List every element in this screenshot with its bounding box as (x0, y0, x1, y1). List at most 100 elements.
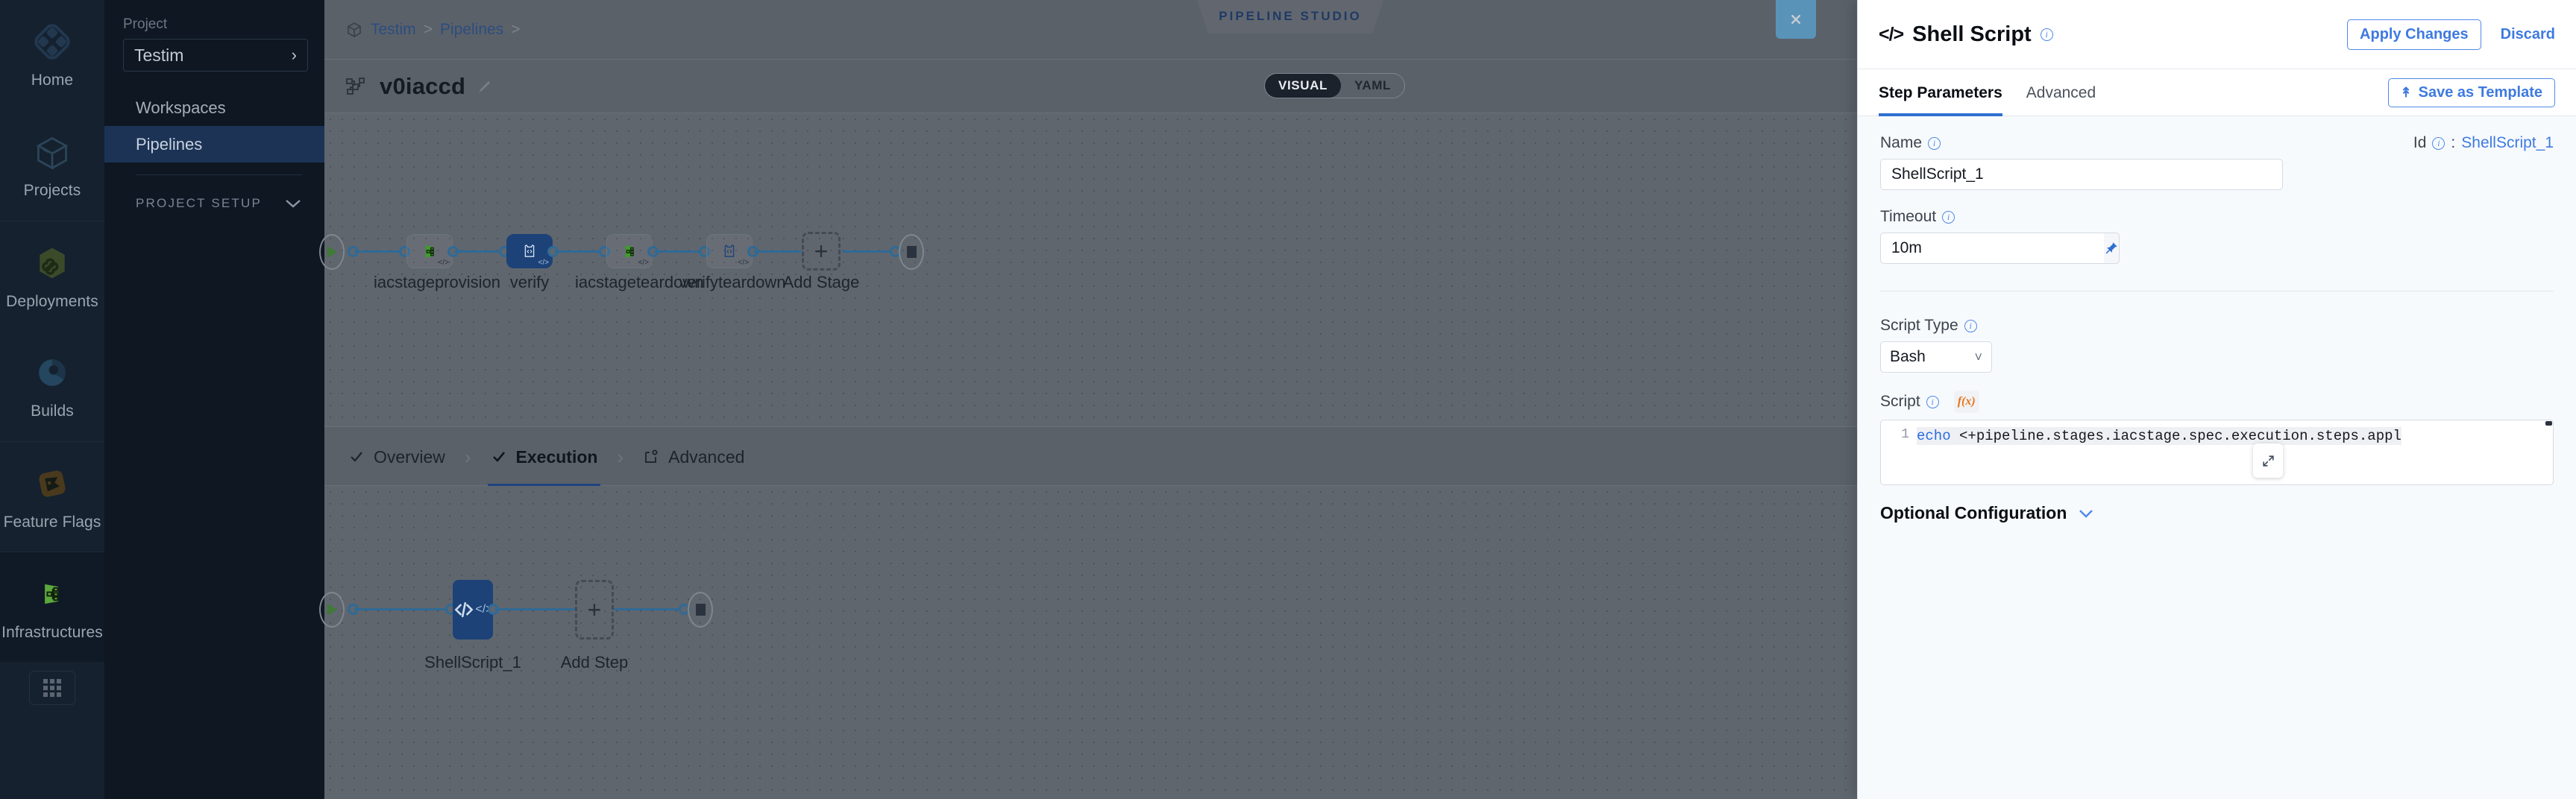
chevron-down-icon (286, 200, 301, 208)
save-as-template-button[interactable]: ↟ Save as Template (2387, 78, 2555, 107)
apply-changes-button[interactable]: Apply Changes (2347, 19, 2481, 50)
name-label-wrap: Name i (1880, 134, 1941, 152)
close-icon[interactable] (1776, 0, 1816, 39)
add-step-button[interactable]: + (575, 580, 614, 639)
stage-step-tabs: Overview › Execution › Advanced (324, 426, 1857, 487)
play-icon (327, 604, 337, 616)
tab-advanced[interactable]: Advanced (643, 427, 744, 487)
rail-item-builds[interactable]: Builds (0, 331, 104, 441)
toggle-visual[interactable]: VISUAL (1265, 74, 1341, 98)
stage-label: verifyteardown (679, 273, 786, 291)
sidebar-divider (136, 174, 302, 175)
script-editor[interactable]: 1 echo <+pipeline.stages.iacstage.spec.e… (1880, 420, 2554, 485)
rail-item-label: Projects (23, 182, 81, 199)
code-brackets-icon: </> (1879, 23, 1904, 45)
pipeline-title-wrap: v0iaccd (324, 60, 1857, 100)
app-grid-icon[interactable] (29, 671, 75, 705)
projects-box-icon (31, 131, 73, 173)
pipeline-start-node[interactable] (319, 234, 345, 270)
stage-node-verifyteardown[interactable]: </> (706, 234, 753, 268)
tab-step-parameters[interactable]: Step Parameters (1879, 69, 2002, 116)
pipeline-title-bar: v0iaccd VISUAL YAML (324, 60, 1857, 113)
wire (354, 250, 402, 253)
scrollbar-thumb[interactable] (2545, 421, 2552, 426)
stop-icon (695, 604, 706, 616)
chevron-right-icon: › (291, 45, 297, 64)
play-icon (327, 246, 337, 258)
editor-scrollbar[interactable] (2545, 420, 2553, 484)
timeout-input[interactable] (1880, 233, 2104, 264)
drawer-body: Name i Id i : ShellScript_1 Timeout i (1858, 116, 2576, 799)
stage-node-iacstageteardown[interactable]: </> (606, 234, 653, 268)
pin-glyph (2105, 242, 2117, 254)
info-icon[interactable]: i (1964, 319, 1977, 332)
wire (554, 250, 602, 253)
info-icon[interactable]: i (1942, 210, 1955, 224)
view-mode-toggle[interactable]: VISUAL YAML (1264, 73, 1405, 98)
save-as-template-label: Save as Template (2418, 83, 2542, 101)
tab-overview[interactable]: Overview (348, 427, 445, 487)
chevron-down-icon: ˅ (1974, 349, 1982, 364)
step-end-node[interactable] (688, 592, 713, 628)
stage-node-iacstageprovision[interactable]: </> (406, 234, 453, 268)
stage-label: iacstageprovision (374, 273, 500, 291)
rail-item-deployments[interactable]: Deployments (0, 221, 104, 331)
sidebar-item-workspaces[interactable]: Workspaces (136, 98, 226, 117)
tab-execution[interactable]: Execution (487, 427, 601, 487)
tab-advanced[interactable]: Advanced (2026, 83, 2096, 101)
breadcrumb-separator: > (423, 21, 433, 38)
toggle-yaml[interactable]: YAML (1354, 78, 1391, 92)
check-icon (492, 452, 505, 462)
rail-item-label: Home (31, 72, 74, 89)
editor-code-area[interactable]: echo <+pipeline.stages.iacstage.spec.exe… (1917, 420, 2553, 484)
breadcrumb-testim[interactable]: Testim (371, 21, 416, 38)
info-icon[interactable]: i (1926, 395, 1939, 408)
script-label: Script (1880, 393, 1920, 410)
rail-item-feature-flags[interactable]: Feature Flags (0, 441, 104, 552)
fx-expression-button[interactable]: f(x) (1953, 391, 1979, 413)
pipeline-studio-chip-label: PIPELINE STUDIO (1219, 9, 1362, 24)
project-cube-icon (347, 22, 362, 38)
pin-icon[interactable] (2104, 233, 2120, 264)
rail-item-label: Deployments (6, 292, 98, 310)
stage-node-verify[interactable]: </> (506, 234, 553, 268)
project-name: Testim (134, 45, 184, 65)
rail-item-infrastructures[interactable]: Infrastructures (0, 552, 104, 662)
wire (754, 250, 802, 253)
builds-pie-icon (31, 352, 73, 394)
script-type-select[interactable]: Bash ˅ (1880, 341, 1992, 373)
name-input[interactable] (1880, 159, 2283, 190)
id-separator: : (2451, 134, 2456, 151)
expand-fullscreen-icon[interactable] (2253, 443, 2283, 478)
rail-item-projects[interactable]: Projects (0, 110, 104, 221)
sidebar-item-pipelines[interactable]: Pipelines (104, 126, 324, 162)
breadcrumb-pipelines[interactable]: Pipelines (439, 21, 504, 38)
discard-button[interactable]: Discard (2500, 25, 2555, 42)
add-stage-button[interactable]: + (802, 232, 841, 271)
grid-dots (43, 679, 61, 697)
optional-configuration-toggle[interactable]: Optional Configuration (1880, 503, 2554, 523)
info-icon[interactable]: i (2432, 136, 2445, 150)
script-stage-icon (724, 244, 735, 257)
step-node-shellscript-1[interactable]: </> (453, 580, 493, 639)
stage-label: verify (509, 273, 550, 291)
rail-item-home[interactable]: Home (0, 0, 104, 110)
pencil-icon[interactable] (477, 79, 492, 94)
id-value[interactable]: ShellScript_1 (2461, 134, 2554, 151)
info-icon[interactable]: i (1928, 136, 1941, 150)
breadcrumb-bar: Testim > Pipelines > PIPELINE STUDIO (324, 0, 1857, 60)
pipeline-studio-chip: PIPELINE STUDIO (1197, 0, 1383, 34)
port (599, 246, 610, 257)
project-selector[interactable]: Testim › (123, 39, 308, 72)
step-start-node[interactable] (319, 592, 345, 628)
name-id-row: Name i Id i : ShellScript_1 (1880, 134, 2554, 152)
script-corner-icon: </> (638, 259, 649, 267)
pipeline-end-node[interactable] (899, 234, 924, 270)
script-type-label: Script Type (1880, 317, 1958, 334)
project-setup-section[interactable]: PROJECT SETUP (104, 189, 324, 218)
breadcrumb-separator: > (511, 21, 521, 38)
info-icon[interactable]: i (2040, 28, 2053, 41)
add-step-label: Add Step (560, 653, 629, 672)
project-label: Project (123, 16, 168, 32)
timeout-field (1880, 233, 2120, 264)
